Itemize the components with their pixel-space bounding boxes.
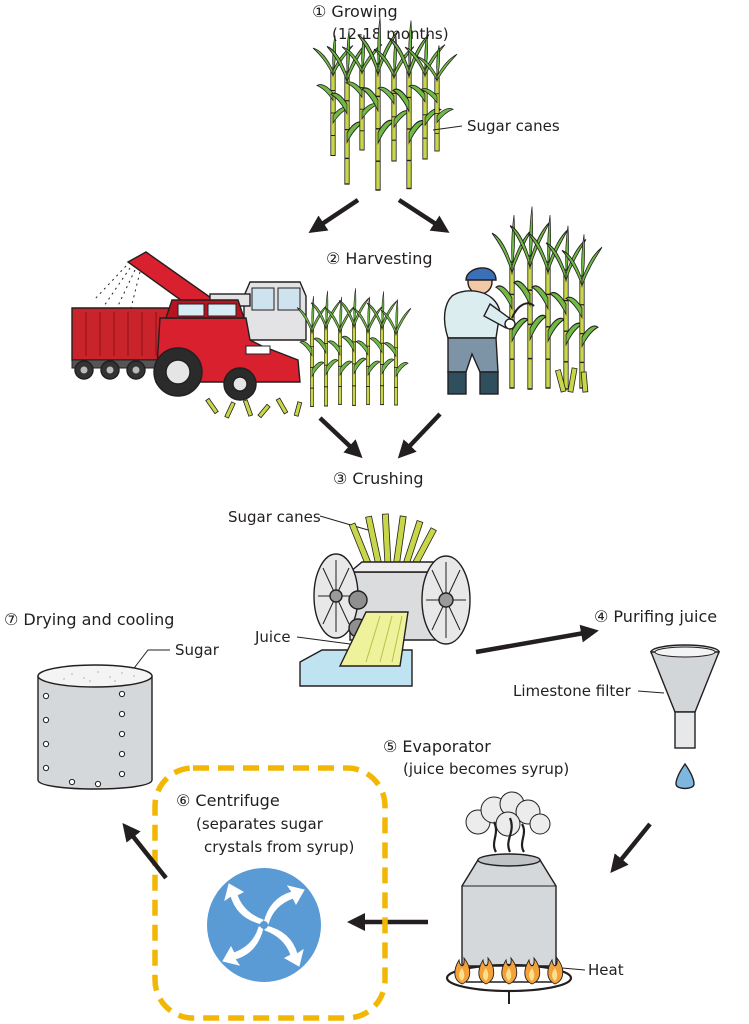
arrow-manual-harvest-to-crushing [397,412,442,459]
step-growing: ① Growing (12-18 months) Sugar canes [312,2,560,191]
drying-sugar-label: Sugar [175,641,220,659]
purifying-filter-label: Limestone filter [513,682,631,700]
crushing-cane-label: Sugar canes [228,508,321,526]
sugar-cane-field-icon [312,16,458,191]
funnel-filter-icon [649,644,721,790]
purifying-title: ④ Purifing juice [594,607,717,626]
growing-title: ① Growing [312,2,398,21]
crushing-juice-label: Juice [254,628,291,646]
step-purifying: ④ Purifing juice Limestone filter [513,607,721,790]
arrow-growing-to-manual-harvest [397,198,450,233]
centrifuge-highlight-box [152,765,388,1021]
step-harvesting: ② Harvesting [71,205,603,419]
arrow-machine-harvest-to-crushing [318,416,363,459]
evaporator-heat-label: Heat [588,961,624,979]
arrow-centrifuge-to-drying [122,822,168,880]
step-crushing: ③ Crushing Sugar canes Juice [228,469,471,687]
harvesting-title: ② Harvesting [326,249,433,268]
centrifuge-detail-line1: (separates sugar [196,815,324,833]
drying-title: ⑦ Drying and cooling [4,610,174,629]
step-evaporator: ⑤ Evaporator (juice becomes syrup) Heat [383,737,624,1004]
sugar-drum-icon [37,664,153,790]
step-drying: ⑦ Drying and cooling Sugar [4,610,220,790]
arrow-crushing-to-purifying [475,624,599,655]
evaporator-tank-icon [445,791,573,1004]
growing-cane-label: Sugar canes [467,117,560,135]
roller-crusher-icon [299,513,471,687]
evaporator-detail: (juice becomes syrup) [403,760,569,778]
centrifuge-title: ⑥ Centrifuge [176,791,280,810]
farmer-with-sickle-icon [443,205,603,395]
arrow-growing-to-machine-harvest [308,198,360,233]
step-centrifuge: ⑥ Centrifuge (separates sugar crystals f… [152,765,388,1021]
centrifuge-detail-line2: crystals from syrup) [204,838,354,856]
evaporator-title: ⑤ Evaporator [383,737,491,756]
harvester-tractor-icon [71,251,412,419]
rotating-arrows-icon [207,868,321,982]
crushing-title: ③ Crushing [333,469,424,488]
arrow-purifying-to-evaporator [610,822,652,873]
